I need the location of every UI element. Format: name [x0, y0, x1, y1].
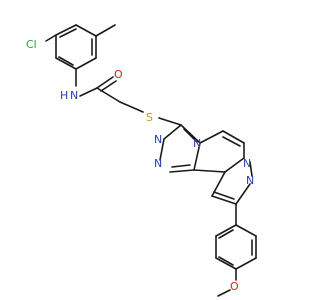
bond	[222, 136, 241, 147]
bond	[55, 57, 77, 70]
bond	[55, 24, 77, 36]
bond	[193, 142, 201, 171]
bond	[58, 56, 74, 66]
bond	[193, 169, 226, 173]
bond	[159, 138, 165, 161]
atom-hydrogen: H	[60, 89, 68, 102]
bond	[211, 171, 226, 197]
atom-oxygen-carbonyl: O	[114, 68, 123, 81]
atom-cl: Cl	[26, 38, 37, 51]
bond	[79, 87, 98, 97]
bond	[235, 224, 257, 237]
bond	[222, 130, 245, 144]
bond	[59, 28, 77, 38]
atom-nitrogen: N	[193, 137, 201, 150]
bond	[169, 169, 195, 173]
bond	[96, 76, 114, 89]
atom-sulfur: S	[146, 111, 153, 124]
molecule-canvas: Cl N H O S N N N N N O	[26, 24, 257, 297]
bond	[249, 161, 253, 177]
bond	[119, 101, 144, 113]
bond	[235, 257, 257, 270]
atom-nitrogen: N	[246, 174, 254, 187]
bond	[218, 256, 234, 266]
bond	[183, 128, 198, 143]
bond	[235, 183, 251, 205]
bond	[96, 87, 121, 103]
bond	[199, 130, 224, 144]
atom-nitrogen: N	[154, 133, 162, 146]
atom-nitrogen: N	[154, 157, 162, 170]
bond	[100, 80, 117, 92]
bond	[217, 289, 231, 297]
bonds	[45, 24, 257, 297]
bond	[158, 117, 182, 126]
structure-diagram: Cl N H O S N N N N N O	[26, 24, 257, 297]
bond	[215, 224, 237, 237]
bond	[75, 24, 97, 37]
bond	[171, 164, 191, 168]
bond	[218, 229, 234, 239]
bond	[211, 195, 237, 205]
atom-labels: Cl N H O S N N N N N O	[26, 38, 254, 293]
bond	[75, 57, 97, 70]
atom-nitrogen-amide: N	[70, 89, 78, 102]
bond	[180, 124, 201, 144]
bond	[163, 124, 182, 140]
atom-nitrogen: N	[243, 157, 251, 170]
bond	[213, 191, 235, 200]
atom-oxygen-methoxy: O	[230, 280, 239, 293]
bond	[95, 24, 116, 37]
bond	[45, 34, 57, 42]
bond	[224, 157, 245, 173]
bond	[215, 257, 237, 270]
